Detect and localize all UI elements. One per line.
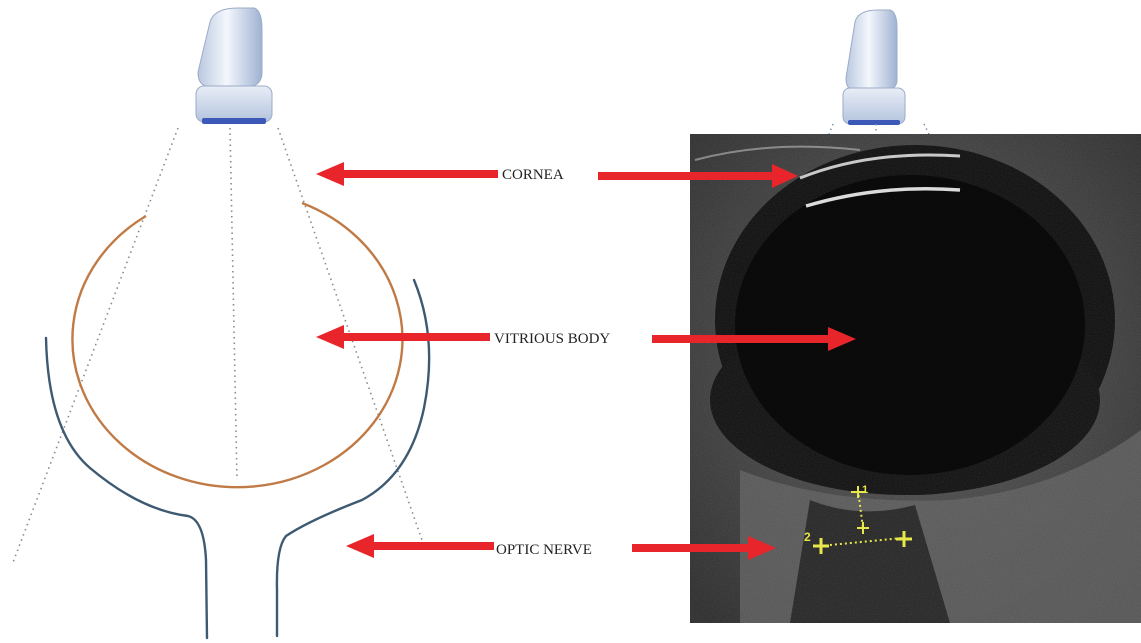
caliper-marker-1: 1: [862, 484, 868, 496]
optic-nerve-label: OPTIC NERVE: [494, 541, 594, 559]
globe-outline: [72, 203, 402, 487]
right-beam-lines: [829, 124, 929, 134]
cornea-label: CORNEA: [500, 166, 566, 184]
caliper-marker-2: 2: [804, 530, 811, 544]
cornea-arrow-left: [316, 162, 498, 186]
right-ultrasound-probe: [843, 10, 905, 125]
optic-arrow-left: [346, 534, 494, 558]
vitreous-body-label: VITRIOUS BODY: [492, 330, 612, 348]
left-ultrasound-probe: [196, 8, 272, 124]
